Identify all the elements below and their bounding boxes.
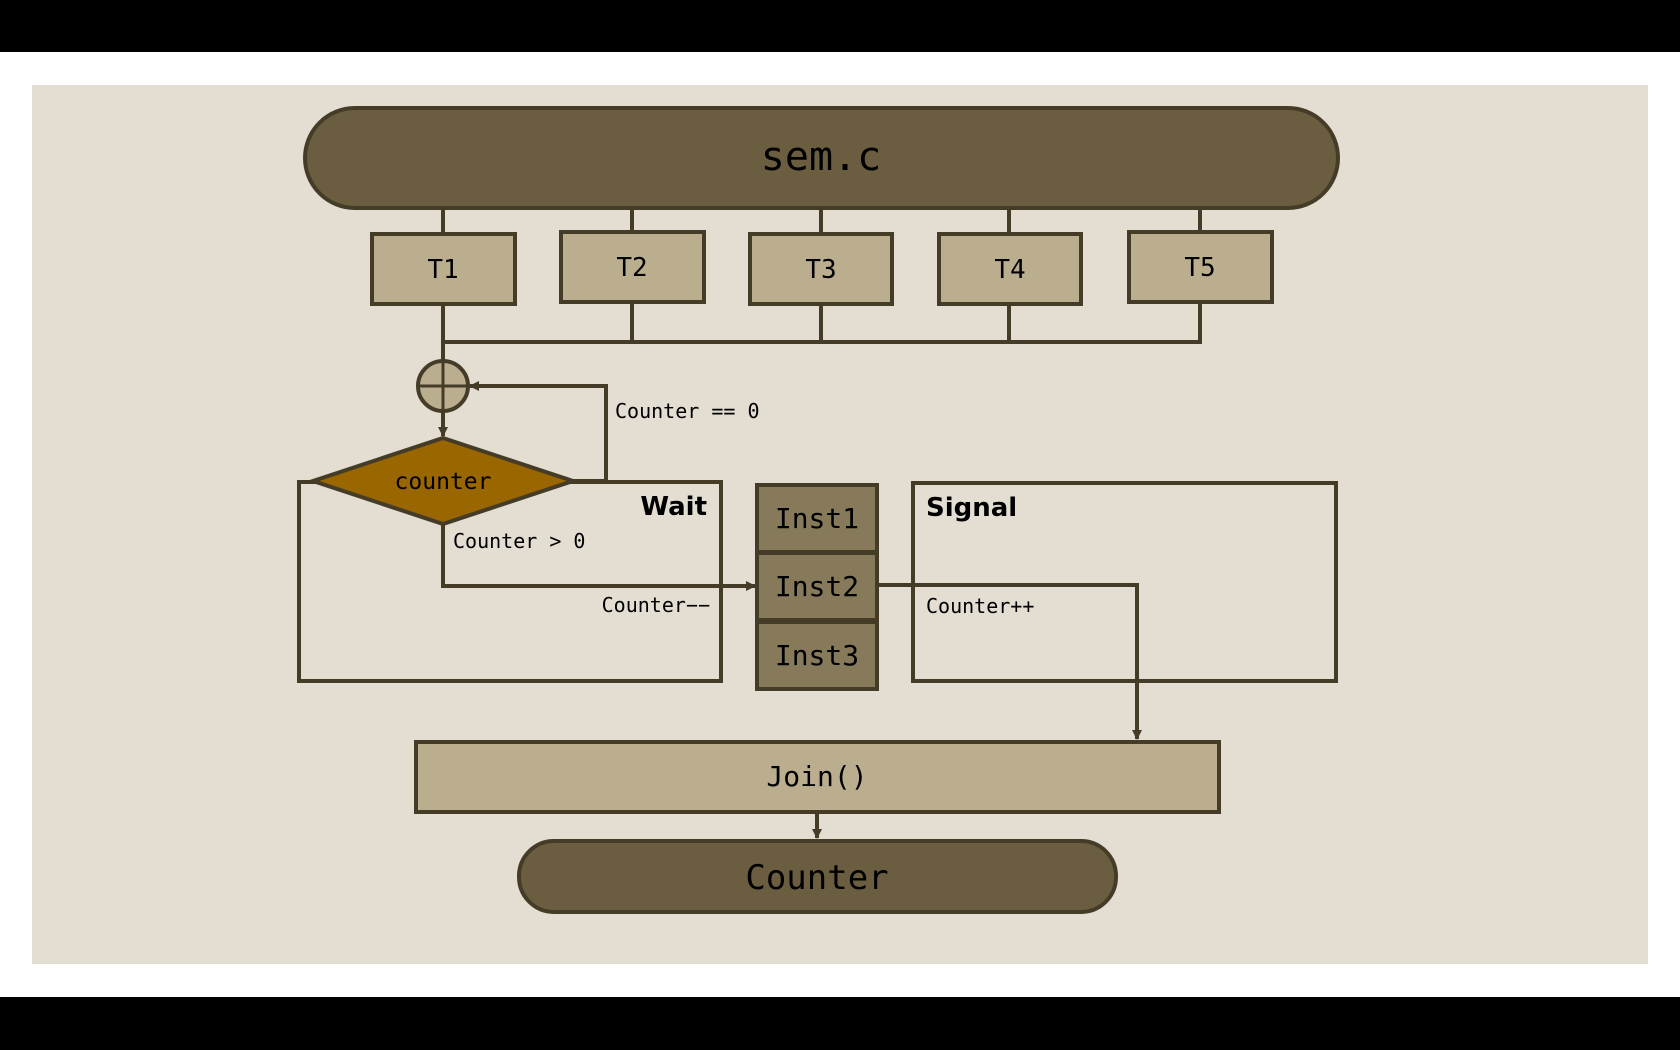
signal-to-join-arrow: [877, 583, 1142, 740]
thread-t1: T1: [370, 232, 517, 306]
join-node: Join(): [414, 740, 1221, 814]
header-node: sem.c: [303, 106, 1340, 210]
instruction-inst2: Inst2: [755, 551, 879, 622]
wait-action: Counter−−: [602, 593, 710, 617]
loop-back-arrow: [469, 381, 608, 483]
thread-t4-label: T4: [994, 255, 1025, 285]
thread-t4: T4: [937, 232, 1083, 306]
thread-t2-label: T2: [616, 253, 647, 283]
thread-t2: T2: [559, 230, 706, 304]
proceed-condition-label: Counter > 0: [453, 529, 585, 553]
top-black-bar: [0, 0, 1680, 52]
instruction-inst2-label: Inst2: [775, 570, 859, 603]
thread-t1-label: T1: [427, 255, 458, 285]
decision-node: counter: [306, 435, 580, 527]
header-label: sem.c: [761, 134, 881, 180]
thread-t3: T3: [748, 232, 894, 306]
loop-condition-label: Counter == 0: [615, 399, 760, 423]
signal-title: Signal: [926, 493, 1017, 523]
thread-merge-bus: [441, 302, 1202, 362]
decision-label: counter: [395, 469, 492, 495]
signal-box: Signal Counter++: [911, 481, 1338, 683]
instruction-inst1-label: Inst1: [775, 502, 859, 535]
join-label: Join(): [766, 760, 867, 793]
wait-box: Wait Counter−−: [297, 480, 723, 683]
header-thread-connectors: [441, 208, 1202, 234]
thread-t3-label: T3: [805, 255, 836, 285]
merge-junction: [416, 359, 470, 413]
bottom-black-bar: [0, 997, 1680, 1050]
proceed-arrow: [441, 524, 756, 591]
signal-action: Counter++: [926, 594, 1034, 618]
thread-t5: T5: [1127, 230, 1274, 304]
thread-t5-label: T5: [1184, 253, 1215, 283]
instruction-inst3-label: Inst3: [775, 639, 859, 672]
footer-label: Counter: [745, 858, 888, 898]
instruction-inst3: Inst3: [755, 620, 879, 691]
footer-node: Counter: [517, 839, 1118, 914]
wait-title: Wait: [640, 492, 707, 522]
instruction-inst1: Inst1: [755, 483, 879, 554]
